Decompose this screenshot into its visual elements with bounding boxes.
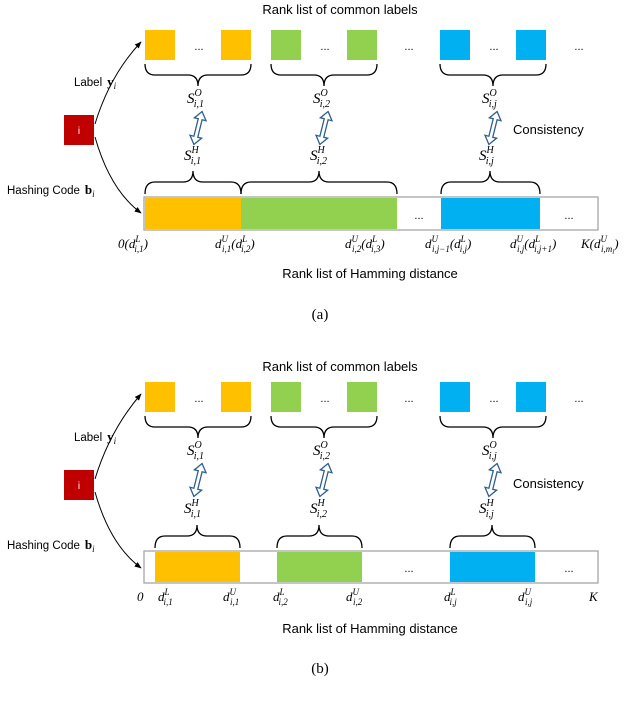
blue-label-box — [516, 382, 546, 412]
blue-label-box — [440, 382, 470, 412]
brace-over — [449, 524, 536, 549]
brace-under — [144, 415, 252, 439]
double-arrow-icon — [188, 462, 208, 498]
blue-label-box — [440, 30, 470, 60]
brace-over — [154, 524, 241, 549]
arrow-to-labels — [94, 41, 142, 125]
brace-over — [440, 170, 541, 195]
brace-under — [270, 415, 378, 439]
dots: ... — [489, 41, 498, 53]
dots: ... — [574, 41, 583, 53]
consistency-label-b: Consistency — [513, 476, 584, 491]
image-glyph: i — [78, 481, 80, 492]
blue-label-box — [516, 30, 546, 60]
rank-common-title-b: Rank list of common labels — [262, 359, 418, 374]
rank-common-title-a: Rank list of common labels — [262, 2, 418, 17]
dots: ... — [320, 393, 329, 405]
double-arrow-icon — [314, 110, 334, 146]
green-segment — [241, 198, 397, 229]
green-label-box — [271, 30, 301, 60]
image-node — [64, 470, 94, 500]
dots: ... — [194, 41, 203, 53]
orange-label-box — [145, 382, 175, 412]
green-label-box — [271, 382, 301, 412]
dots: ... — [564, 563, 573, 575]
brace-under — [439, 415, 547, 439]
green-segment — [277, 552, 362, 582]
double-arrow-icon — [188, 110, 208, 146]
arrow-to-hash — [94, 136, 142, 214]
brace-over — [276, 524, 363, 549]
dots: ... — [489, 393, 498, 405]
dots: ... — [320, 41, 329, 53]
caption-a: (a) — [312, 307, 329, 323]
green-label-box — [347, 30, 377, 60]
blue-segment — [450, 552, 535, 582]
dots: ... — [404, 563, 413, 575]
image-node — [64, 115, 94, 145]
rank-hamming-title-a: Rank list of Hamming distance — [282, 266, 458, 281]
arrow-to-hash — [94, 491, 142, 569]
orange-segment — [145, 198, 241, 229]
dots: ... — [564, 210, 573, 222]
orange-label-box — [145, 30, 175, 60]
panel-b: Rank list of common labels ... ... ... .… — [7, 359, 599, 677]
dots: ... — [404, 393, 413, 405]
green-label-box — [347, 382, 377, 412]
double-arrow-icon — [314, 462, 334, 498]
brace-over — [144, 170, 242, 195]
dots: ... — [414, 210, 423, 222]
dots: ... — [574, 393, 583, 405]
arrow-to-labels — [94, 393, 142, 480]
panel-a: Rank list of common labels ... ... ... .… — [7, 2, 619, 323]
double-arrow-icon — [483, 110, 503, 146]
tick-b-zero: 0 — [137, 589, 144, 604]
rank-hamming-title-b: Rank list of Hamming distance — [282, 621, 458, 636]
brace-over — [240, 170, 398, 195]
caption-b: (b) — [311, 661, 329, 677]
orange-segment — [155, 552, 240, 582]
tick-b-k: K — [588, 589, 599, 604]
blue-segment — [441, 198, 540, 229]
orange-label-box — [221, 30, 251, 60]
dots: ... — [404, 41, 413, 53]
brace-under — [439, 63, 547, 87]
dots: ... — [194, 393, 203, 405]
brace-under — [144, 63, 252, 87]
orange-label-box — [221, 382, 251, 412]
brace-under — [270, 63, 378, 87]
consistency-label-a: Consistency — [513, 122, 584, 137]
image-glyph: i — [78, 126, 80, 137]
double-arrow-icon — [483, 462, 503, 498]
